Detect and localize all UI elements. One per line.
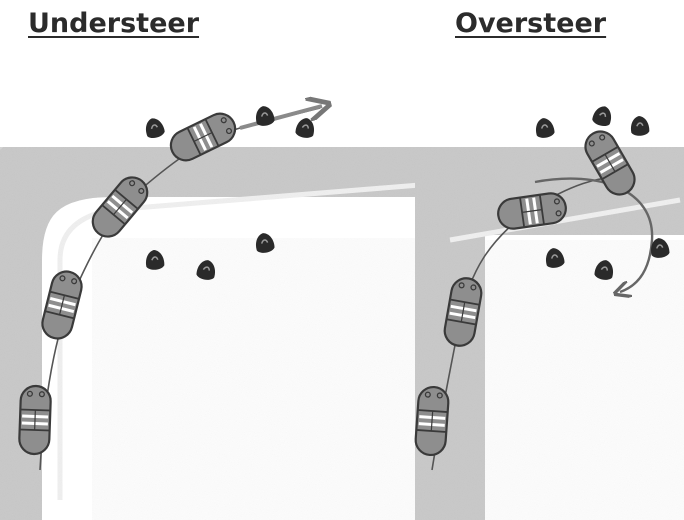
car-icon: [17, 384, 53, 456]
oversteer-title: Oversteer: [455, 8, 607, 39]
understeer-title: Understeer: [28, 8, 200, 39]
road-understeer: [0, 113, 684, 520]
car-icon: [413, 384, 451, 458]
lane-line-oversteer: [449, 197, 681, 243]
oversteer-spin-arrow: [534, 177, 654, 292]
understeer-panel: [0, 97, 684, 520]
car-icon: [38, 267, 86, 343]
understeer-direction-arrow: [239, 106, 322, 130]
